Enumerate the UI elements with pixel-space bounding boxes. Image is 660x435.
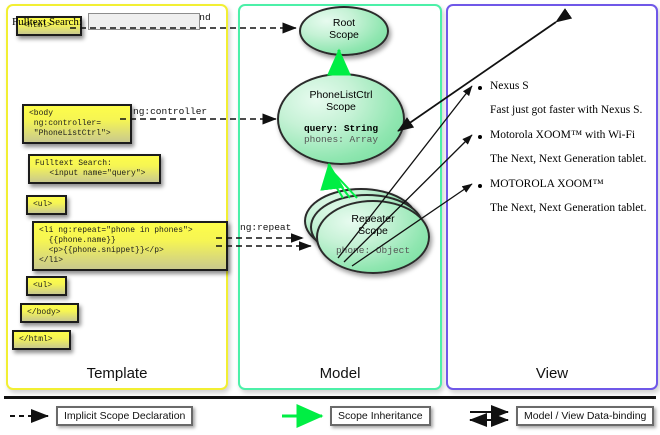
view-phone-name-2: MOTOROLA XOOM™ xyxy=(490,178,604,190)
scope-repeater-prop-phone: phone: Object xyxy=(335,245,411,256)
view-phone-snippet-0: Fast just got faster with Nexus S. xyxy=(490,104,643,116)
scope-phonelistctrl-title-2: Scope xyxy=(326,101,356,113)
panel-template-title: Template xyxy=(86,365,148,382)
template-box-html-close[interactable]: </html> xyxy=(12,330,71,350)
panel-model-title: Model xyxy=(319,365,361,382)
view-phone-snippet-1: The Next, Next Generation tablet. xyxy=(490,153,647,165)
scope-root-title-2: Scope xyxy=(329,29,359,41)
scope-repeater-title-2: Scope xyxy=(358,225,388,237)
edge-label-ng-controller: ng:controller xyxy=(133,106,208,117)
panel-view-title: View xyxy=(535,365,569,382)
view-phone-name-0: Nexus S xyxy=(490,80,529,92)
template-box-html-open[interactable]: <html> xyxy=(16,16,82,36)
scope-repeater[interactable]: Repeater Scope phone: Object xyxy=(316,200,430,274)
scope-phonelistctrl[interactable]: PhoneListCtrl Scope query: String phones… xyxy=(277,73,405,165)
scope-root[interactable]: Root Scope xyxy=(299,6,389,56)
scope-phonelistctrl-title-1: PhoneListCtrl xyxy=(309,89,373,101)
legend-divider xyxy=(4,396,656,399)
legend-label-implicit-scope-declaration: Implicit Scope Declaration xyxy=(56,406,194,426)
edge-label-ng-repeat: ng:repeat xyxy=(240,222,292,233)
scope-phonelistctrl-prop-query: query: String xyxy=(303,123,379,134)
view-search-label: Fulltext Search: xyxy=(12,16,82,28)
view-bullet-icon xyxy=(478,184,482,188)
scope-repeater-title-1: Repeater xyxy=(351,213,395,225)
template-box-search[interactable]: Fulltext Search: <input name="query"> xyxy=(28,154,161,184)
template-box-li-repeat[interactable]: <li ng:repeat="phone in phones"> {{phone… xyxy=(32,221,228,271)
legend-label-model-view-data-binding: Model / View Data-binding xyxy=(516,406,655,426)
view-bullet-icon xyxy=(478,135,482,139)
template-box-body-close[interactable]: </body> xyxy=(20,303,79,323)
view-search-input[interactable] xyxy=(88,13,200,30)
scope-phonelistctrl-prop-phones: phones: Array xyxy=(303,134,379,145)
view-phone-snippet-2: The Next, Next Generation tablet. xyxy=(490,202,647,214)
template-box-ul-close[interactable]: <ul> xyxy=(26,276,67,296)
scope-root-title-1: Root xyxy=(332,17,356,29)
template-box-body-open[interactable]: <body ng:controller= "PhoneListCtrl"> xyxy=(22,104,132,144)
legend: Implicit Scope Declaration Scope Inherit… xyxy=(0,396,660,435)
view-bullet-icon xyxy=(478,86,482,90)
panel-view: View xyxy=(446,4,658,390)
template-box-ul-open[interactable]: <ul> xyxy=(26,195,67,215)
view-phone-name-1: Motorola XOOM™ with Wi-Fi xyxy=(490,129,636,141)
legend-label-scope-inheritance: Scope Inheritance xyxy=(330,406,431,426)
